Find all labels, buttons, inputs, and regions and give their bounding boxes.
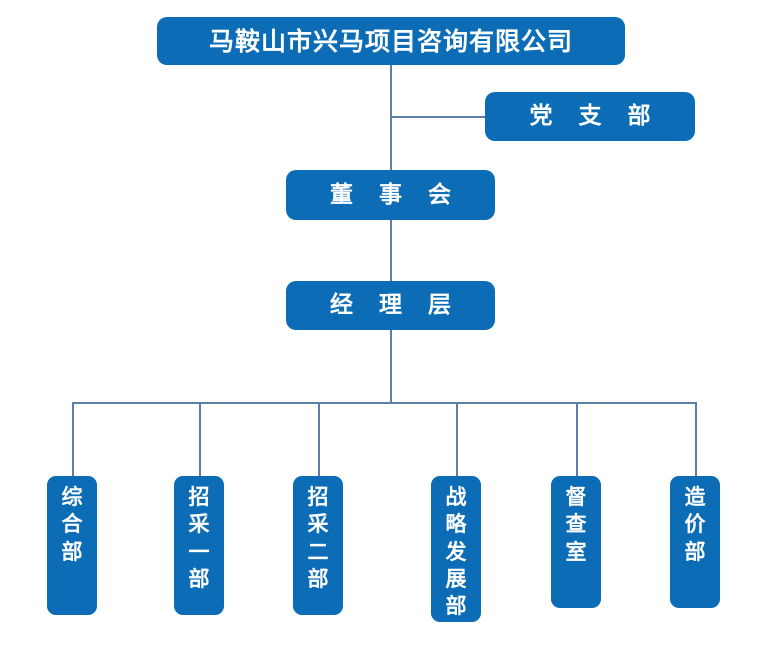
node-management[interactable]: 经 理 层 [286,281,495,330]
connector-management-to-bus [390,330,392,403]
node-party-branch[interactable]: 党 支 部 [485,92,695,141]
node-department-2[interactable]: 招采一部 [174,476,224,615]
node-department-1-label: 综合部 [61,485,83,564]
node-department-6-label: 造价部 [684,485,706,564]
node-department-3[interactable]: 招采二部 [293,476,343,615]
connector-department-bus [72,402,697,404]
connector-drop-dept-4 [456,402,458,477]
connector-board-to-management [390,220,392,281]
node-department-2-label: 招采一部 [188,485,210,591]
node-department-5[interactable]: 督查室 [551,476,601,608]
node-department-1[interactable]: 综合部 [47,476,97,615]
connector-drop-dept-1 [72,402,74,477]
node-company[interactable]: 马鞍山市兴马项目咨询有限公司 [157,17,625,65]
connector-company-to-party-branch [390,116,490,118]
node-department-4-label: 战略发展部 [445,485,467,619]
connector-drop-dept-3 [318,402,320,477]
connector-drop-dept-2 [199,402,201,477]
node-department-6[interactable]: 造价部 [670,476,720,608]
node-party-branch-label: 党 支 部 [529,103,660,130]
node-company-label: 马鞍山市兴马项目咨询有限公司 [208,26,573,56]
node-department-3-label: 招采二部 [307,485,329,591]
node-department-4[interactable]: 战略发展部 [431,476,481,622]
connector-drop-dept-5 [576,402,578,477]
connector-drop-dept-6 [695,402,697,477]
node-management-label: 经 理 层 [329,292,460,319]
node-board-label: 董 事 会 [329,181,460,208]
node-department-5-label: 督查室 [565,485,587,564]
node-board-of-directors[interactable]: 董 事 会 [286,170,495,220]
